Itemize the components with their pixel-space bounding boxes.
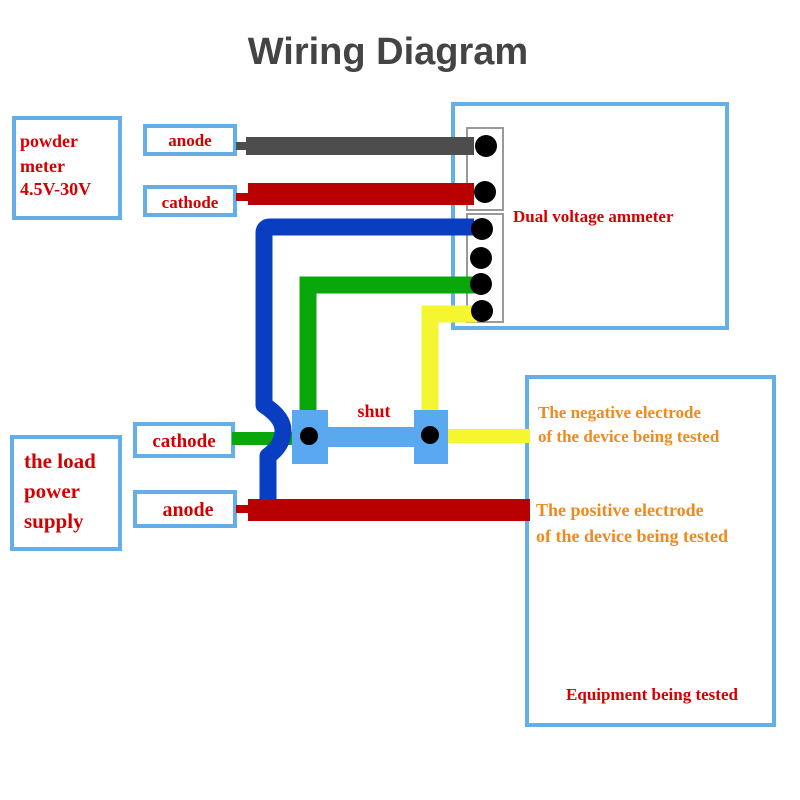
page-title: Wiring Diagram <box>248 31 528 73</box>
shunt-right-screw <box>421 426 439 444</box>
wire-yellow-sense <box>421 305 477 425</box>
ammeter-terminal-screw <box>470 247 492 269</box>
wire-blue-supply <box>255 218 474 500</box>
wire-meter-anode-stub <box>236 142 248 150</box>
load-supply-label-line2: power <box>24 479 80 503</box>
load-supply-label-line3: supply <box>24 509 84 533</box>
device-negative-line1: The negative electrode <box>538 403 701 422</box>
device-under-test-label: Equipment being tested <box>566 685 738 704</box>
power-meter-label-line3: 4.5V-30V <box>20 179 91 199</box>
wire-supply-anode-red <box>248 499 530 521</box>
meter-cathode-label: cathode <box>162 193 219 212</box>
device-positive-line1: The positive electrode <box>536 500 704 520</box>
supply-anode-box <box>133 490 237 528</box>
device-under-test-box <box>525 375 776 727</box>
wire-yellow-dut-negative <box>440 429 530 443</box>
ammeter-terminal-screw <box>471 300 493 322</box>
device-negative-line2: of the device being tested <box>538 427 720 446</box>
wire-supply-anode-stub <box>236 505 250 513</box>
ammeter-terminal-screw <box>474 181 496 203</box>
meter-cathode-box <box>143 185 237 217</box>
supply-cathode-box <box>133 422 235 458</box>
ammeter-terminal-screw <box>475 135 497 157</box>
ammeter-terminal-screw <box>471 218 493 240</box>
meter-anode-label: anode <box>168 131 212 150</box>
ammeter-terminal-screw <box>470 273 492 295</box>
supply-anode-label: anode <box>162 499 213 521</box>
shunt-bar <box>326 427 416 447</box>
shunt-label: shut <box>357 401 390 421</box>
device-positive-line2: of the device being tested <box>536 526 728 546</box>
power-meter-label-line2: meter <box>20 156 65 176</box>
wire-meter-anode-gray <box>246 137 474 155</box>
wire-meter-cathode-stub <box>236 193 250 201</box>
load-power-supply-box <box>10 435 122 551</box>
wire-meter-cathode-red <box>248 183 474 205</box>
ammeter-label: Dual voltage ammeter <box>513 207 674 226</box>
wire-green-sense <box>299 276 477 425</box>
shunt-left-screw <box>300 427 318 445</box>
power-meter-box <box>12 116 122 220</box>
power-meter-label-line1: powder <box>20 131 78 151</box>
meter-anode-box <box>143 124 237 156</box>
load-supply-label-line1: the load <box>24 449 96 473</box>
supply-cathode-label: cathode <box>152 431 215 452</box>
